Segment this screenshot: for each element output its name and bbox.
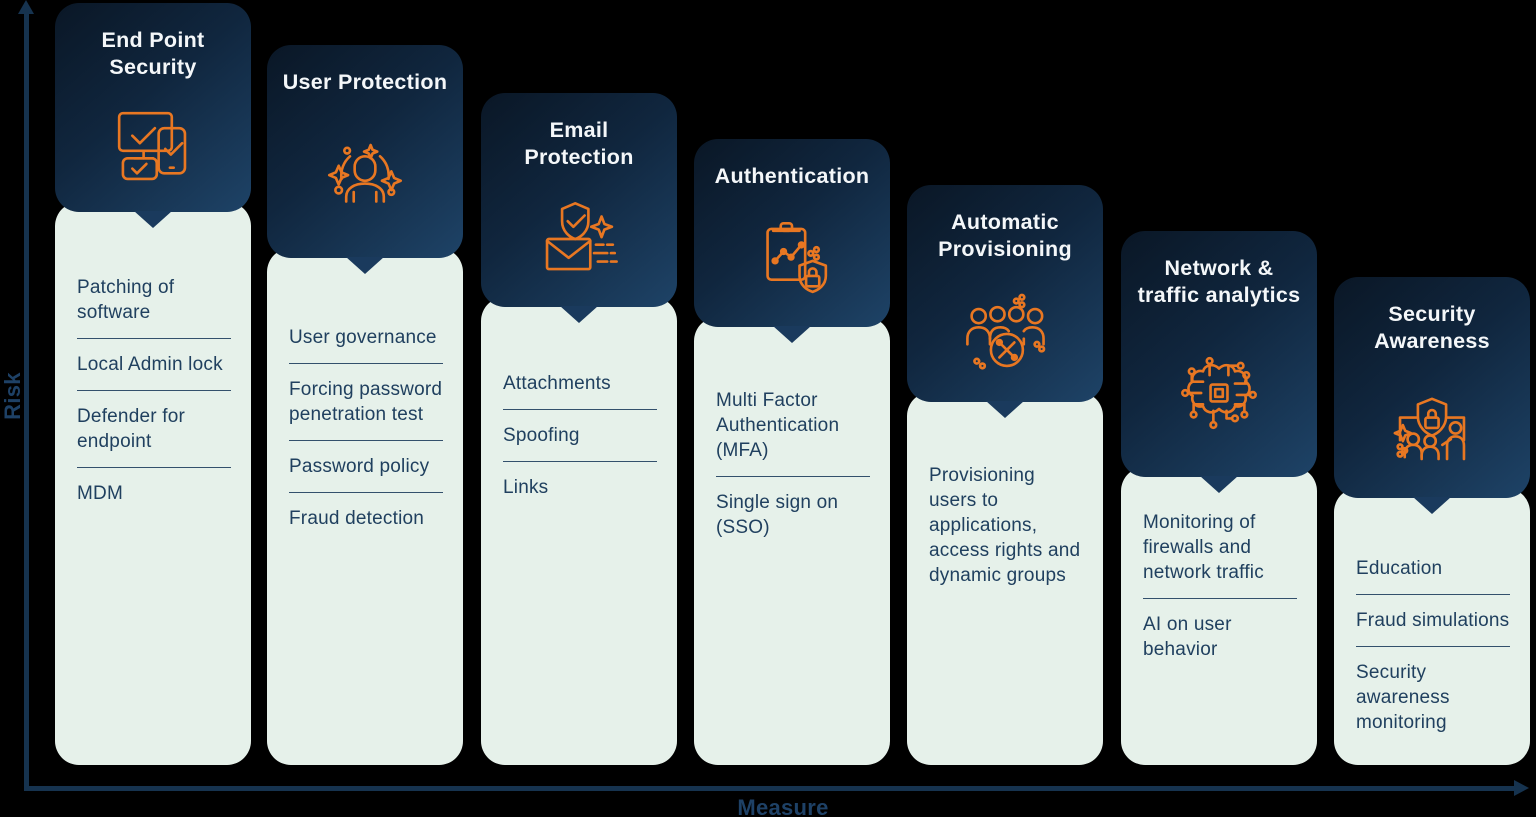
card-header: Email Protection <box>481 93 677 307</box>
card-header: Network & traffic analytics <box>1121 231 1317 477</box>
list-item: MDM <box>77 483 123 505</box>
ai-brain-circuit-icon <box>1172 310 1266 477</box>
card-header: Automatic Provisioning <box>907 185 1103 402</box>
list-item: Attachments <box>503 358 657 411</box>
x-axis-arrow-icon <box>1514 780 1529 796</box>
y-axis-arrow-icon <box>18 0 34 14</box>
card-title: Network & traffic analytics <box>1137 256 1301 308</box>
email-shield-icon <box>532 172 626 307</box>
x-axis-label: Measure <box>737 795 829 817</box>
card-title: End Point Security <box>101 28 205 80</box>
list-item: Provisioning users to applications, acce… <box>929 465 1081 587</box>
card-header: Authentication <box>694 139 890 327</box>
list-item: Local Admin lock <box>77 339 231 392</box>
card-header: End Point Security <box>55 3 251 212</box>
list-item: Security awareness monitoring <box>1356 662 1450 734</box>
list-item: Spoofing <box>503 410 657 463</box>
list-item: Multi Factor Authentication (MFA) <box>716 375 870 478</box>
card-body: Provisioning users to applications, acce… <box>907 392 1103 765</box>
list-item: Fraud simulations <box>1356 595 1510 648</box>
devices-check-icon <box>106 82 200 212</box>
user-sparkles-icon <box>318 96 412 258</box>
list-item: Education <box>1356 543 1510 596</box>
list-item: Patching of software <box>77 262 231 340</box>
x-axis-line <box>24 786 1516 791</box>
list-item: User governance <box>289 312 443 365</box>
list-item: Single sign on (SSO) <box>716 492 839 539</box>
list-item: Password policy <box>289 441 443 494</box>
card-header: Security Awareness <box>1334 277 1530 498</box>
card-title: Authentication <box>714 164 870 188</box>
list-item: Defender for endpoint <box>77 391 231 469</box>
card-title: Automatic Provisioning <box>938 210 1072 262</box>
card-header: User Protection <box>267 45 463 258</box>
list-item: Links <box>503 477 549 499</box>
card-title: Security Awareness <box>1374 302 1490 354</box>
y-axis-label: Risk <box>0 372 25 420</box>
users-group-icon <box>958 264 1052 402</box>
clipboard-shield-lock-icon <box>745 190 839 327</box>
list-item: Fraud detection <box>289 508 425 530</box>
list-item: Forcing password penetration test <box>289 364 443 442</box>
card-body: Monitoring of firewalls and network traf… <box>1121 467 1317 765</box>
card-body: Multi Factor Authentication (MFA) Single … <box>694 317 890 765</box>
list-item: Monitoring of firewalls and network traf… <box>1143 497 1297 600</box>
y-axis-line <box>24 12 29 788</box>
card-title: User Protection <box>282 70 448 94</box>
training-shield-icon <box>1385 356 1479 498</box>
list-item: AI on user behavior <box>1143 614 1232 661</box>
card-title: Email Protection <box>524 118 634 170</box>
